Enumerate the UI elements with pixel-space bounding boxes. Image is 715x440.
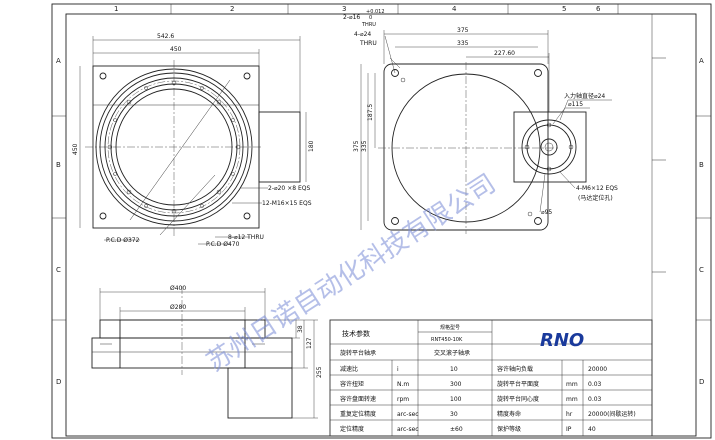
bearing-value: 交叉滚子轴承 [434, 349, 470, 357]
row-label-a-right: A [699, 57, 704, 65]
spec-l-name-3: 重复定位精度 [340, 410, 376, 418]
dim-rear-offset: 227.60 [494, 50, 515, 57]
row-label-c-right: C [699, 266, 704, 274]
title-header: 技术参数 [342, 329, 370, 338]
spec-r-val-1: 0.03 [588, 381, 602, 388]
spec-l-name-2: 容许盘面转速 [340, 395, 376, 403]
spec-l-unit-3: arc-sec [397, 411, 419, 418]
col-label-1: 1 [114, 5, 118, 13]
spec-l-name-0: 减速比 [340, 365, 358, 373]
spec-r-unit-2: mm [566, 396, 578, 403]
spec-l-val-2: 100 [450, 396, 462, 403]
spec-r-val-0: 20000 [588, 366, 607, 373]
dim-rear-h335: 335 [361, 140, 368, 152]
spec-l-name-1: 容许扭矩 [340, 380, 364, 388]
dim-outer-width: 542.6 [157, 33, 174, 40]
dim-rear-375: 375 [457, 27, 469, 34]
label-threads-4: 4-M6×12 EQS [576, 185, 618, 192]
spec-r-name-2: 旋转平台同心度 [497, 395, 539, 403]
label-pcd-inner: P.C.D Ø372 [106, 237, 140, 244]
spec-l-unit-4: arc-sec [397, 426, 419, 433]
spec-r-name-0: 容许轴向负载 [497, 365, 533, 373]
label-threads: 12-M16×15 EQS [262, 200, 312, 207]
dim-side-255: 255 [316, 366, 323, 378]
spec-l-val-1: 300 [450, 381, 462, 388]
row-label-d-right: D [699, 378, 704, 386]
col-label-3: 3 [342, 5, 346, 13]
label-thru-holes: 8-⌀12 THRU [228, 234, 264, 241]
rear-view [360, 30, 612, 234]
dim-rear-187: 187.5 [367, 104, 374, 121]
row-label-b-right: B [699, 161, 704, 169]
model-value: RNT450-10K [431, 337, 463, 343]
spec-r-unit-1: mm [566, 381, 578, 388]
label-holes-4-thru: THRU [359, 40, 377, 47]
dim-rear-335: 335 [457, 40, 469, 47]
dim-side-127: 127 [306, 337, 313, 349]
spec-l-unit-0: i [397, 366, 399, 373]
spec-l-val-4: ±60 [450, 426, 463, 433]
dim-rear-h375: 375 [353, 140, 360, 152]
label-pin-holes: 2-⌀16 [343, 14, 360, 21]
title-block-grid [329, 319, 653, 437]
label-input-shaft: 入力轴直径⌀24 [564, 92, 605, 100]
dim-side-38: 38 [297, 325, 304, 333]
company-watermark: 苏州日诺自动化科技有限公司 [201, 169, 501, 378]
spec-r-name-1: 旋转平台平面度 [497, 380, 539, 388]
front-view [79, 36, 307, 245]
model-label: 规格型号 [440, 324, 460, 331]
label-pin-tolerance: +0.012 [366, 9, 385, 15]
col-label-4: 4 [452, 5, 457, 13]
label-pcd-outer: P.C.D Ø470 [206, 241, 240, 248]
spec-r-unit-4: IP [566, 426, 572, 433]
dim-body-width: 450 [170, 46, 182, 53]
label-pin-thru: THRU [361, 22, 376, 28]
spec-l-name-4: 定位精度 [340, 425, 364, 433]
spec-l-unit-2: rpm [397, 396, 409, 403]
spec-r-val-3: 20000(间歇运转) [588, 410, 636, 418]
label-circle-95: ⌀95 [541, 209, 552, 216]
spec-l-val-0: 10 [450, 366, 458, 373]
side-view [91, 286, 318, 419]
row-label-a: A [56, 57, 61, 65]
spec-r-val-4: 40 [588, 426, 596, 433]
outer-frame [51, 3, 712, 439]
zone-ticks [52, 4, 711, 436]
row-label-b: B [56, 161, 61, 169]
spec-l-unit-1: N.m [397, 381, 409, 388]
dim-right-height: 180 [308, 140, 315, 152]
dim-height: 450 [72, 143, 79, 155]
col-label-2: 2 [230, 5, 234, 13]
spec-rows: 减速比 i 10 容许轴向负载 20000 容许扭矩 N.m 300 旋转平台平面度 mm 0.03… [340, 365, 636, 433]
label-pin-tolerance-lower: 0 [369, 15, 372, 21]
bearing-label: 旋转平台轴承 [340, 349, 376, 357]
label-circle-115: ⌀115 [568, 101, 583, 108]
spec-r-name-3: 精度寿命 [497, 410, 521, 418]
spec-r-unit-3: hr [566, 411, 573, 418]
spec-l-val-3: 30 [450, 411, 458, 418]
spec-r-val-2: 0.03 [588, 396, 602, 403]
col-label-6: 6 [596, 5, 601, 13]
label-holes-8: 2-⌀20×8 EQS [268, 185, 311, 192]
dim-side-400: Ø400 [170, 285, 186, 292]
row-label-d: D [56, 378, 61, 386]
label-pilot-note: (马达定位孔) [578, 194, 613, 202]
col-label-5: 5 [562, 5, 566, 13]
spec-r-name-4: 保护等级 [497, 425, 521, 433]
label-holes-4: 4-⌀24 [354, 31, 371, 38]
rno-logo: RNO [540, 330, 584, 351]
dim-side-280: Ø280 [170, 304, 186, 311]
row-label-c: C [56, 266, 61, 274]
